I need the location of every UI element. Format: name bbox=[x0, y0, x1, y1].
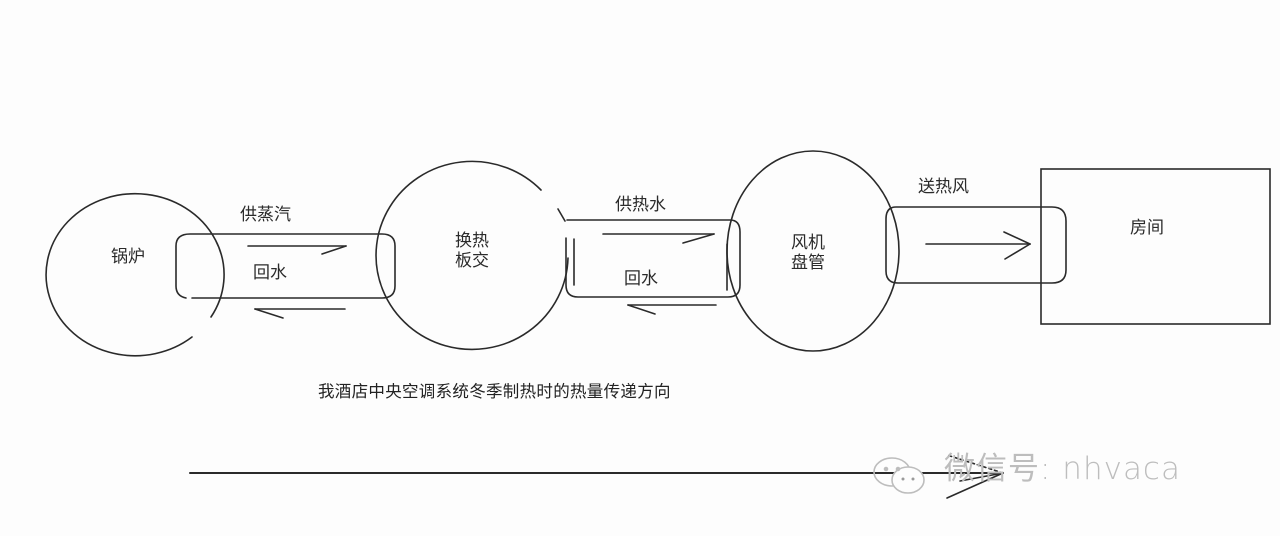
watermark-text: 微信号: nhvaca bbox=[944, 451, 1181, 487]
room-node-shape bbox=[1040, 168, 1271, 325]
boiler-label: 锅炉 bbox=[111, 247, 145, 267]
pipe-2-supply-label: 供热水 bbox=[615, 195, 666, 215]
boiler-node-shape bbox=[45, 192, 225, 357]
pipe-1-shape bbox=[175, 233, 396, 299]
pipe-1-return-label: 回水 bbox=[253, 263, 287, 283]
duct-3-supply-label: 送热风 bbox=[918, 177, 969, 197]
pipe-2-return-arrow bbox=[627, 304, 717, 315]
pipe-1-return-arrow bbox=[254, 308, 346, 319]
plate-heat-exchanger-node-shape bbox=[375, 160, 569, 351]
pipe-2-supply-arrow bbox=[602, 233, 715, 244]
wechat-icon bbox=[873, 457, 925, 494]
pipe-1-supply-arrow bbox=[247, 245, 347, 255]
plate-heat-exchanger-label: 换热 板交 bbox=[455, 231, 489, 271]
diagram-caption: 我酒店中央空调系统冬季制热时的热量传递方向 bbox=[318, 382, 671, 401]
fan-coil-label: 风机 盘管 bbox=[791, 233, 825, 273]
pipe-1-supply-label: 供蒸汽 bbox=[240, 205, 291, 225]
pipe-2-shape bbox=[565, 219, 741, 298]
duct-3-supply-arrow bbox=[925, 231, 1031, 260]
fan-coil-node-shape bbox=[726, 150, 900, 352]
duct-3-shape bbox=[885, 206, 1067, 284]
room-label: 房间 bbox=[1130, 218, 1164, 238]
pipe-2-return-label: 回水 bbox=[624, 269, 658, 289]
direction-arrow bbox=[189, 454, 1004, 499]
